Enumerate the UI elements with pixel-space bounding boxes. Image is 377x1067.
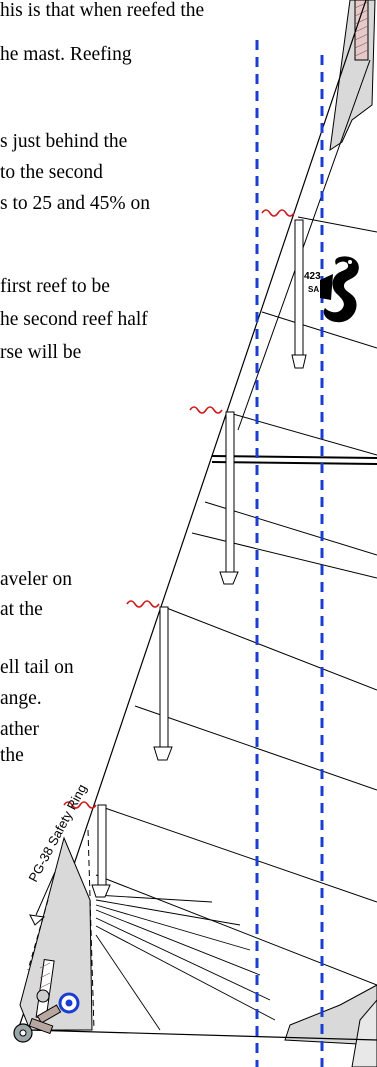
- target-ring-icon: [58, 992, 80, 1014]
- sail-foot: [27, 1029, 377, 1041]
- sail-luff: [17, 0, 367, 1031]
- text-line: ange.: [0, 688, 44, 710]
- headboard: [354, 0, 369, 61]
- text-line: aveler on: [0, 569, 75, 591]
- guide-lines: [255, 40, 324, 1067]
- mid-batten: [211, 455, 377, 465]
- text-line: he second reef half: [0, 309, 150, 331]
- text-line: to the second: [0, 162, 105, 184]
- sail-leech-line: [237, 59, 371, 431]
- tack-dashed-line: [87, 829, 95, 1031]
- reef-mark-3: [126, 600, 160, 608]
- reef-mark-4: [63, 801, 97, 809]
- reef-mark-1: [261, 209, 295, 217]
- headboard-hatching: [354, 1, 369, 57]
- text-line: s to 25 and 45% on: [0, 193, 153, 215]
- text-line: at the: [0, 599, 45, 621]
- logo-number: 423: [304, 271, 321, 282]
- sail-clew-patch-2: [351, 999, 377, 1067]
- class-logo: 423 SA: [304, 256, 359, 323]
- text-line: he mast. Reefing: [0, 44, 134, 66]
- text-line: s just behind the: [0, 131, 130, 153]
- logo-small-text: SA: [308, 285, 319, 294]
- reef-tab-2: [219, 411, 239, 585]
- sail-seams: [95, 216, 377, 986]
- text-line: first reef to be: [0, 276, 112, 298]
- reef-tab-4: [91, 804, 111, 898]
- logo-mark-icon: [323, 256, 359, 323]
- reef-mark-2: [189, 406, 223, 414]
- reef-tab-3: [153, 606, 173, 761]
- ring-dashed-line: [27, 899, 49, 971]
- tack-hardware: [13, 959, 62, 1043]
- text-line: rse will be: [0, 342, 84, 364]
- reef-marks: [63, 209, 295, 809]
- text-line: ather: [0, 719, 41, 741]
- arrow-icon: [29, 914, 46, 926]
- reef-tab-1: [291, 219, 307, 369]
- text-line: his is that when reefed the: [0, 0, 207, 22]
- sail-tack-patch: [19, 836, 93, 1031]
- tack-radials: [95, 894, 276, 1031]
- text-line: the: [0, 745, 26, 767]
- text-line: ell tail on: [0, 657, 76, 679]
